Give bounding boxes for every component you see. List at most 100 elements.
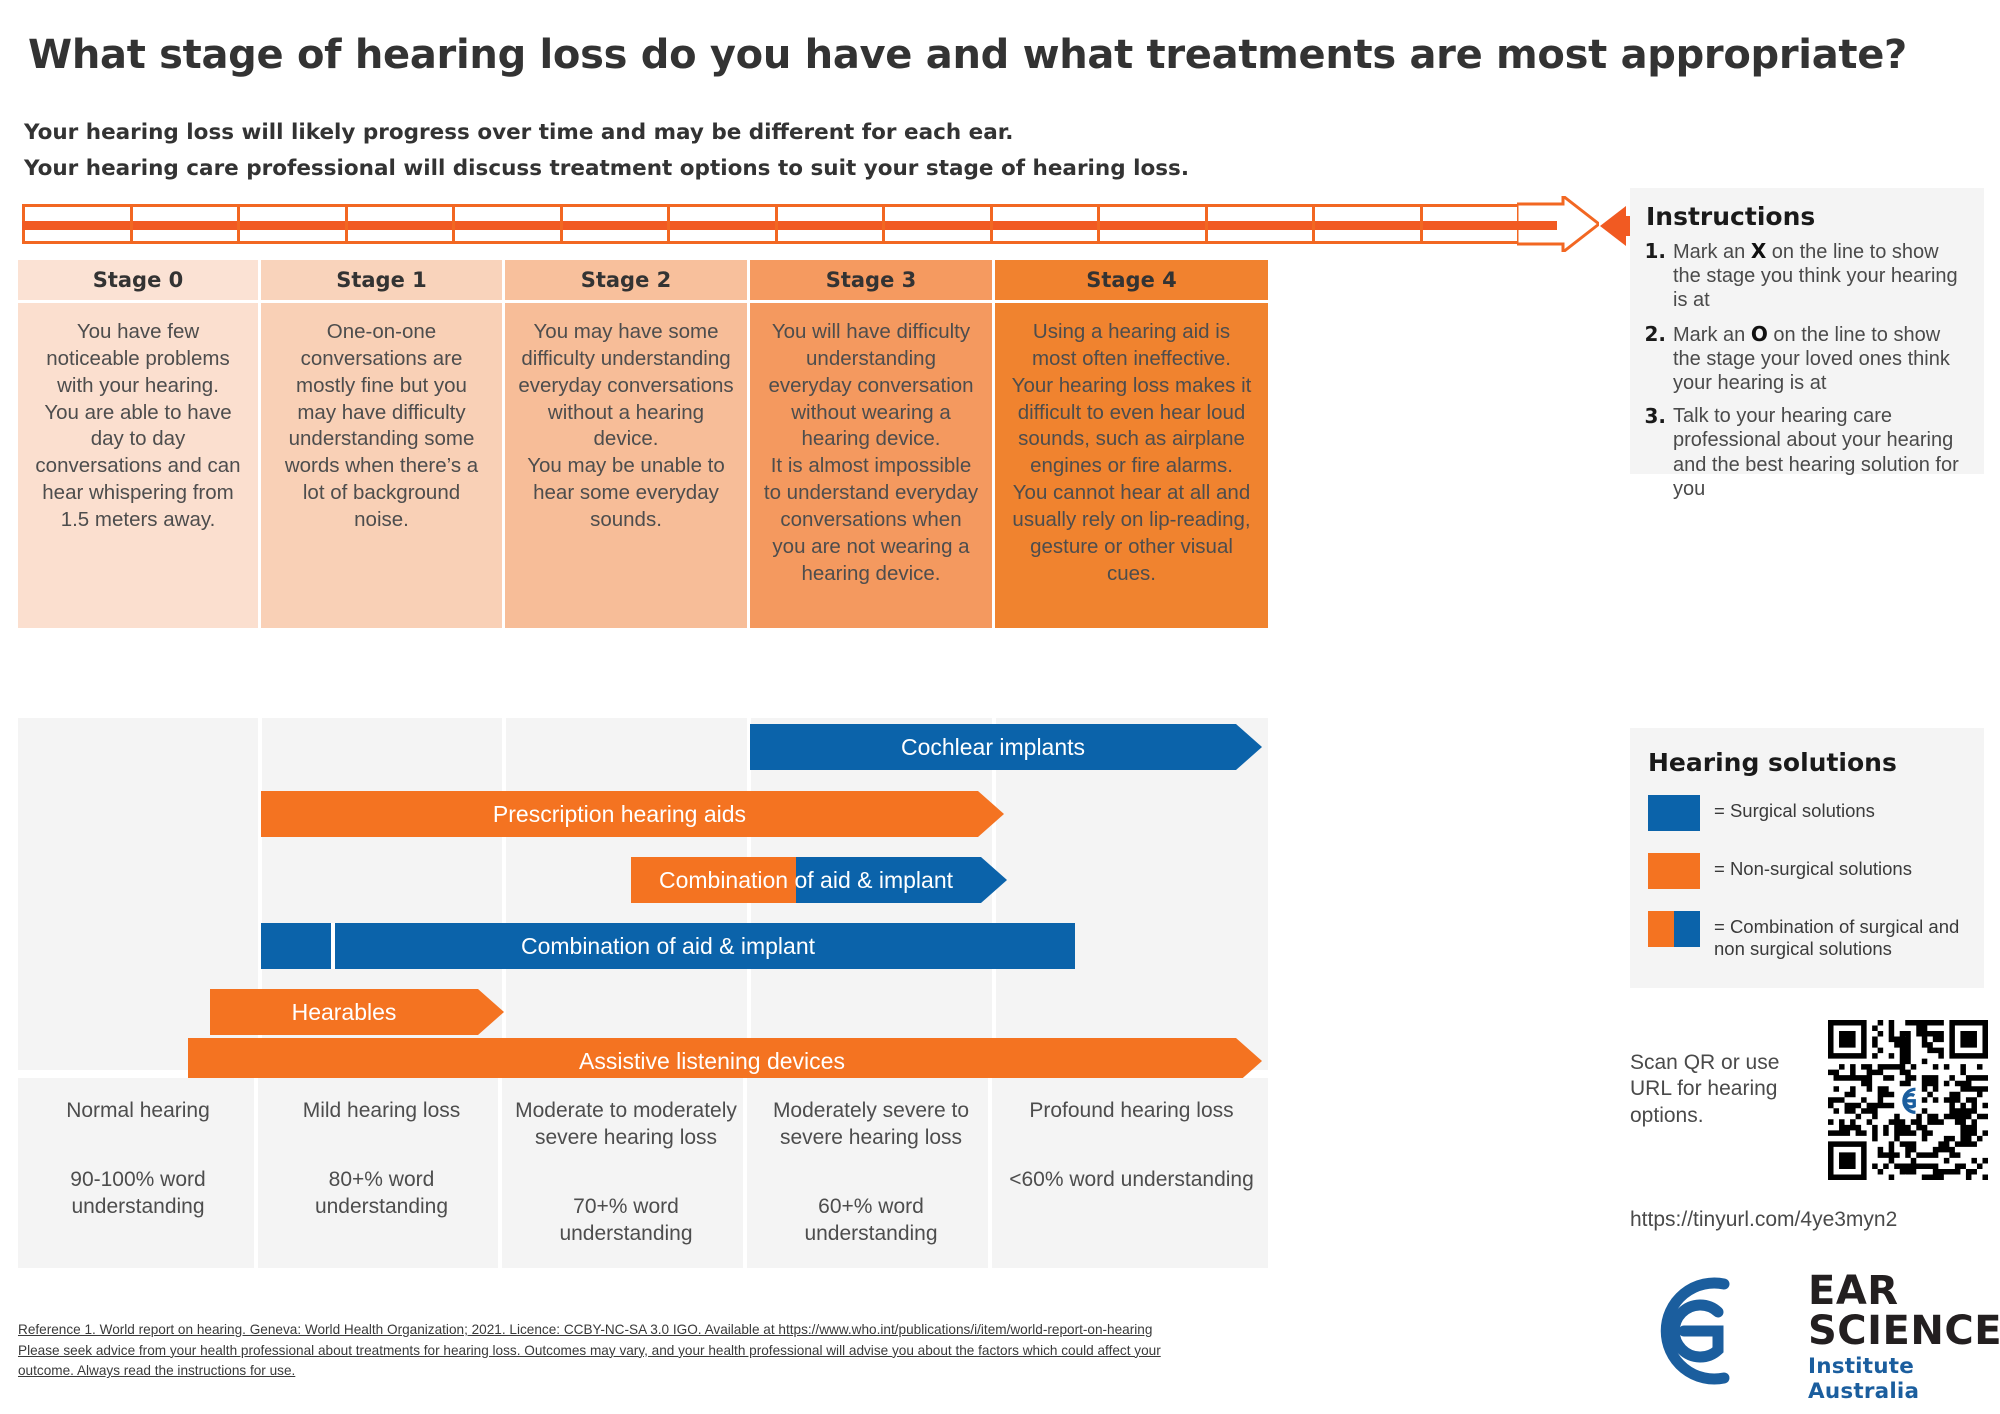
solution-bar-segment-blue [261, 923, 1075, 969]
word-understanding-2: 70+% word understanding [559, 1194, 693, 1245]
timeline-tick [990, 204, 993, 244]
legend-heading: Hearing solutions [1648, 748, 1897, 777]
classification-name-3: Moderately severe to severe hearing loss [772, 1099, 970, 1149]
legend-label: = Surgical solutions [1714, 800, 1875, 821]
solution-bar: Cochlear implants [750, 724, 1262, 770]
timeline-tick [130, 204, 133, 244]
classification-divider [988, 1078, 992, 1268]
stage-description-4: Using a hearing aid is most often ineffe… [995, 303, 1268, 628]
legend-label: = Non-surgical solutions [1714, 858, 1912, 879]
timeline-arrowhead-icon [1517, 196, 1599, 252]
logo-line-2: SCIENCE [1808, 1308, 2000, 1355]
instruction-number: 2. [1644, 321, 1666, 346]
solution-bar-arrowhead-icon [981, 857, 1007, 903]
logo-wordmark: EAR SCIENCE Institute Australia [1808, 1268, 2000, 1404]
instruction-item-1: 1. Mark an X on the line to show the stag… [1640, 239, 1970, 313]
timeline-tick [560, 204, 563, 244]
solution-bar-notch [331, 923, 335, 969]
stage-header-3: Stage 3 [750, 260, 992, 300]
word-understanding-4: <60% word understanding [1009, 1167, 1254, 1191]
instructions-heading: Instructions [1646, 202, 1816, 231]
qr-code-icon[interactable] [1828, 1020, 1988, 1180]
legend-item-1: = Non-surgical solutions [1648, 853, 1972, 889]
instructions-panel: Instructions 1. Mark an X on the line to … [1630, 188, 1984, 500]
instruction-item-3: 3. Talk to your hearing care professional… [1640, 404, 1970, 501]
classification-name-2: Moderate to moderately severe hearing lo… [515, 1099, 737, 1149]
solution-bar-segment-orange [261, 791, 978, 837]
instruction-number: 1. [1644, 239, 1666, 263]
legend-item-2: = Combination of surgical and non surgic… [1648, 911, 1972, 960]
ear-science-mark-icon [1660, 1277, 1730, 1385]
classification-name-1: Mild hearing loss [302, 1099, 461, 1122]
instruction-number: 3. [1644, 404, 1666, 429]
timeline-tick [882, 204, 885, 244]
classification-cell-4: Profound hearing loss<60% word understan… [995, 1078, 1268, 1268]
footer-line-2: Please seek advice from your health prof… [18, 1342, 1161, 1358]
stage-header-0: Stage 0 [18, 260, 258, 300]
solution-bar-arrowhead-icon [478, 989, 504, 1035]
instruction-item-2: 2. Mark an O on the line to show the stag… [1640, 322, 1970, 396]
legend-swatch-orange [1648, 853, 1700, 889]
solution-bar: Hearables [210, 989, 504, 1035]
classification-row: Normal hearing 90-100% word understanding… [18, 1078, 1268, 1268]
solution-bar-segment-blue [796, 857, 981, 903]
instruction-text: Mark an O on the line to show the stage … [1673, 321, 1950, 394]
solution-bar-segment-blue [750, 724, 1236, 770]
solution-bar-arrowhead-icon [978, 791, 1004, 837]
legend-swatch-blue [1648, 795, 1700, 831]
classification-cell-2: Moderate to moderately severe hearing lo… [505, 1078, 747, 1268]
timeline-tick [1312, 204, 1315, 244]
solution-bar: Combination of aid & implant [631, 857, 1007, 903]
instruction-mark-glyph: O [1750, 321, 1768, 346]
timeline-tick [345, 204, 348, 244]
tinyurl-link[interactable]: https://tinyurl.com/4ye3myn2 [1630, 1208, 1898, 1231]
stage-header-1: Stage 1 [261, 260, 502, 300]
instruction-text: Talk to your hearing care professional a… [1673, 405, 1959, 500]
footer-line-3: outcome. Always read the instructions fo… [18, 1363, 296, 1379]
classification-cell-0: Normal hearing 90-100% word understanding [18, 1078, 258, 1268]
logo-line-1: EAR [1808, 1268, 1899, 1314]
classification-divider [254, 1078, 258, 1268]
progression-timeline[interactable] [22, 196, 1600, 252]
timeline-tick [1097, 204, 1100, 244]
word-understanding-0: 90-100% word understanding [70, 1167, 206, 1218]
timeline-tick [452, 204, 455, 244]
classification-name-0: Normal hearing [66, 1099, 210, 1122]
stage-header-2: Stage 2 [505, 260, 747, 300]
logo-line-3: Institute Australia [1808, 1353, 1920, 1404]
ear-science-logo: EAR SCIENCE Institute Australia [1632, 1268, 2000, 1404]
subtitle-line-1: Your hearing loss will likely progress o… [24, 120, 1014, 145]
solution-bar-segment-orange [188, 1038, 1236, 1084]
timeline-tick [237, 204, 240, 244]
timeline-tick [1420, 204, 1423, 244]
legend-label: = Combination of surgical and non surgic… [1714, 916, 1960, 959]
footer-line-1: Reference 1. World report on hearing. Ge… [18, 1322, 1153, 1337]
stage-description-1: One-on-one conversations are mostly fine… [261, 303, 502, 628]
timeline-tick [667, 204, 670, 244]
instruction-text: Mark an X on the line to show the stage … [1673, 239, 1958, 312]
legend-panel: Hearing solutions = Surgical solutions = … [1630, 728, 1984, 988]
solution-bar-segment-orange [210, 989, 478, 1035]
instruction-mark-glyph: X [1750, 239, 1767, 263]
instructions-pointer-icon [1600, 206, 1626, 246]
classification-cell-3: Moderately severe to severe hearing loss… [750, 1078, 992, 1268]
scan-instruction-text: Scan QR or use URL for hearing options. [1630, 1051, 1780, 1127]
band-column-divider [502, 718, 506, 1070]
timeline-tick [775, 204, 778, 244]
legend-swatch-split [1648, 911, 1700, 947]
timeline-rod [22, 221, 1544, 230]
stage-header-4: Stage 4 [995, 260, 1268, 300]
word-understanding-3: 60+% word understanding [804, 1194, 938, 1245]
stage-description-0: You have few noticeable problems with yo… [18, 303, 258, 628]
footer-references: Reference 1. World report on hearing. Ge… [18, 1320, 1588, 1382]
solution-bar-arrowhead-icon [1236, 1038, 1262, 1084]
timeline-tick [1205, 204, 1208, 244]
classification-divider [743, 1078, 747, 1268]
